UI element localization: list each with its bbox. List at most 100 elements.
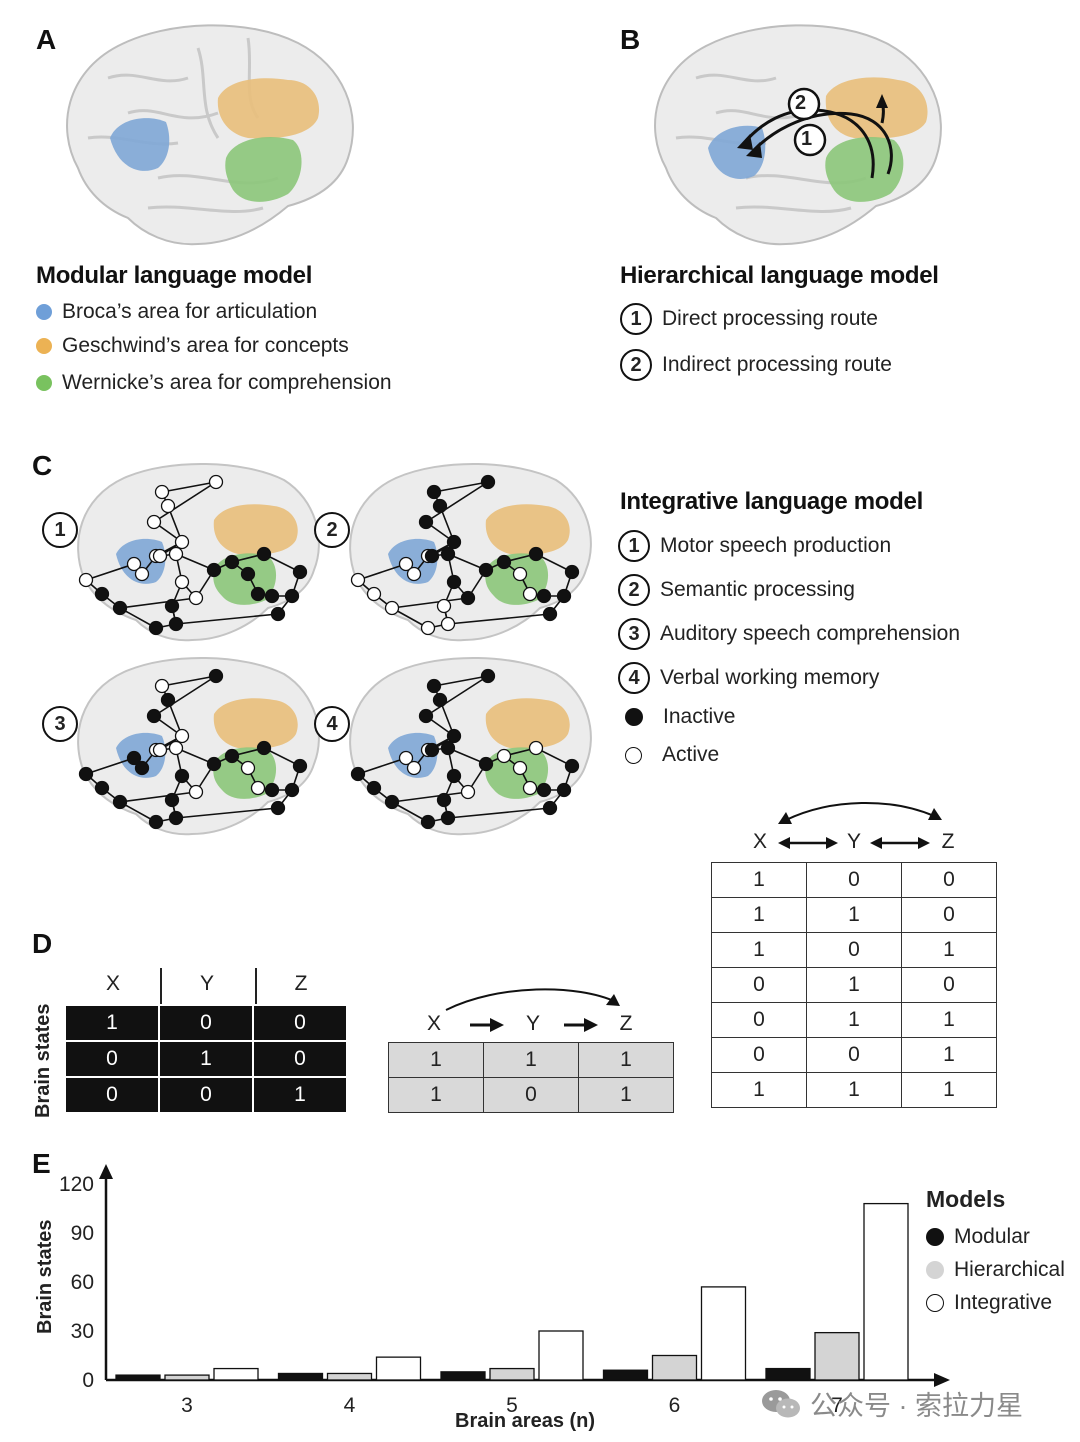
route-1-marker: 1: [801, 128, 813, 150]
table-cell: 1: [711, 862, 807, 898]
active-node: [160, 498, 176, 514]
inactive-node: [478, 756, 494, 772]
active-node: [188, 590, 204, 606]
active-node: [78, 572, 94, 588]
inactive-node: [126, 750, 142, 766]
inactive-node: [564, 564, 580, 580]
inactive-node: [436, 792, 452, 808]
active-node: [126, 556, 142, 572]
table-cell: 1: [158, 1040, 254, 1078]
legend-item-active: Active: [618, 738, 960, 772]
table-cell: 0: [158, 1004, 254, 1042]
active-node: [174, 534, 190, 550]
network-edge: [175, 613, 279, 625]
active-node: [188, 784, 204, 800]
legend-item-working-memory: 4 Verbal working memory: [618, 660, 960, 696]
active-node: [350, 572, 366, 588]
legend-item-auditory: 3 Auditory speech comprehension: [618, 616, 960, 652]
legend-label-semantic: Semantic processing: [660, 578, 855, 601]
inactive-node: [556, 782, 572, 798]
inactive-node: [270, 606, 286, 622]
table-cell: 1: [806, 1072, 902, 1108]
x-tick-label: 4: [344, 1394, 356, 1417]
x-tick-label: 7: [831, 1394, 843, 1417]
inactive-node: [146, 708, 162, 724]
y-tick-label: 120: [59, 1173, 94, 1196]
inactive-node: [446, 728, 462, 744]
network-edge: [119, 597, 197, 609]
network-edge: [357, 757, 407, 775]
network-4-label: 4: [314, 706, 350, 742]
y-tick-label: 30: [71, 1320, 94, 1343]
legend-item-hierarchical: Hierarchical: [926, 1253, 1065, 1286]
legend-label-working-memory: Verbal working memory: [660, 666, 880, 689]
x-tick-label: 6: [669, 1394, 681, 1417]
inactive-node: [270, 800, 286, 816]
watermark-text: 公众号 · 索拉力星: [810, 1391, 1023, 1421]
inactive-node: [556, 588, 572, 604]
active-node: [168, 740, 184, 756]
inactive-node: [432, 498, 448, 514]
table-cell: 0: [806, 1037, 902, 1073]
integrative-swatch: [926, 1293, 944, 1312]
brain-network-4: [349, 656, 592, 836]
x-tick-label: 3: [181, 1394, 193, 1417]
inactive-node: [250, 586, 266, 602]
network-edge: [119, 791, 197, 803]
brain-modular-illustration: [66, 24, 354, 246]
bar-modular: [602, 1369, 649, 1381]
modular-model-title: Modular language model: [36, 262, 313, 289]
table-cell: 1: [901, 932, 997, 968]
table-cell: 1: [578, 1077, 674, 1113]
integrative-flow-arrows: [778, 801, 942, 849]
panel-letter-d: D: [32, 928, 53, 959]
inactive-node: [350, 766, 366, 782]
hierarchical-flow-arrows: [445, 988, 620, 1032]
table-cell: 1: [901, 1002, 997, 1038]
bar-integrative: [700, 1286, 747, 1381]
active-node: [174, 728, 190, 744]
table-cell: 1: [806, 1002, 902, 1038]
inactive-node: [112, 794, 128, 810]
table-cell: 0: [901, 967, 997, 1003]
inactive-node: [164, 792, 180, 808]
active-node: [460, 784, 476, 800]
inactive-node: [528, 546, 544, 562]
legend-label-inactive: Inactive: [663, 705, 736, 728]
inactive-node: [264, 782, 280, 798]
inactive-node: [446, 768, 462, 784]
active-node: [398, 556, 414, 572]
inactive-node: [112, 600, 128, 616]
table-cell: 1: [901, 1037, 997, 1073]
table-cell: 0: [158, 1076, 254, 1114]
table-cell: 0: [711, 967, 807, 1003]
network-edge: [85, 757, 135, 775]
table-cell: 0: [64, 1076, 160, 1114]
inactive-node: [418, 514, 434, 530]
legend-item-modular: Modular: [926, 1220, 1065, 1253]
network-edge: [161, 675, 217, 687]
table-cell: 0: [252, 1004, 348, 1042]
inactive-node: [224, 554, 240, 570]
network-edge: [447, 807, 551, 819]
inactive-node: [420, 814, 436, 830]
active-node: [522, 586, 538, 602]
table-cell: 0: [901, 862, 997, 898]
bar-integrative: [375, 1356, 422, 1381]
inactive-node: [164, 598, 180, 614]
inactive-node: [148, 620, 164, 636]
active-node: [208, 474, 224, 490]
y-tick-label: 90: [71, 1222, 94, 1245]
inactive-node: [224, 748, 240, 764]
network-edge: [161, 481, 217, 493]
bar-hierarchical: [326, 1372, 373, 1381]
active-node: [440, 616, 456, 632]
integrative-header-y: Y: [846, 830, 861, 853]
